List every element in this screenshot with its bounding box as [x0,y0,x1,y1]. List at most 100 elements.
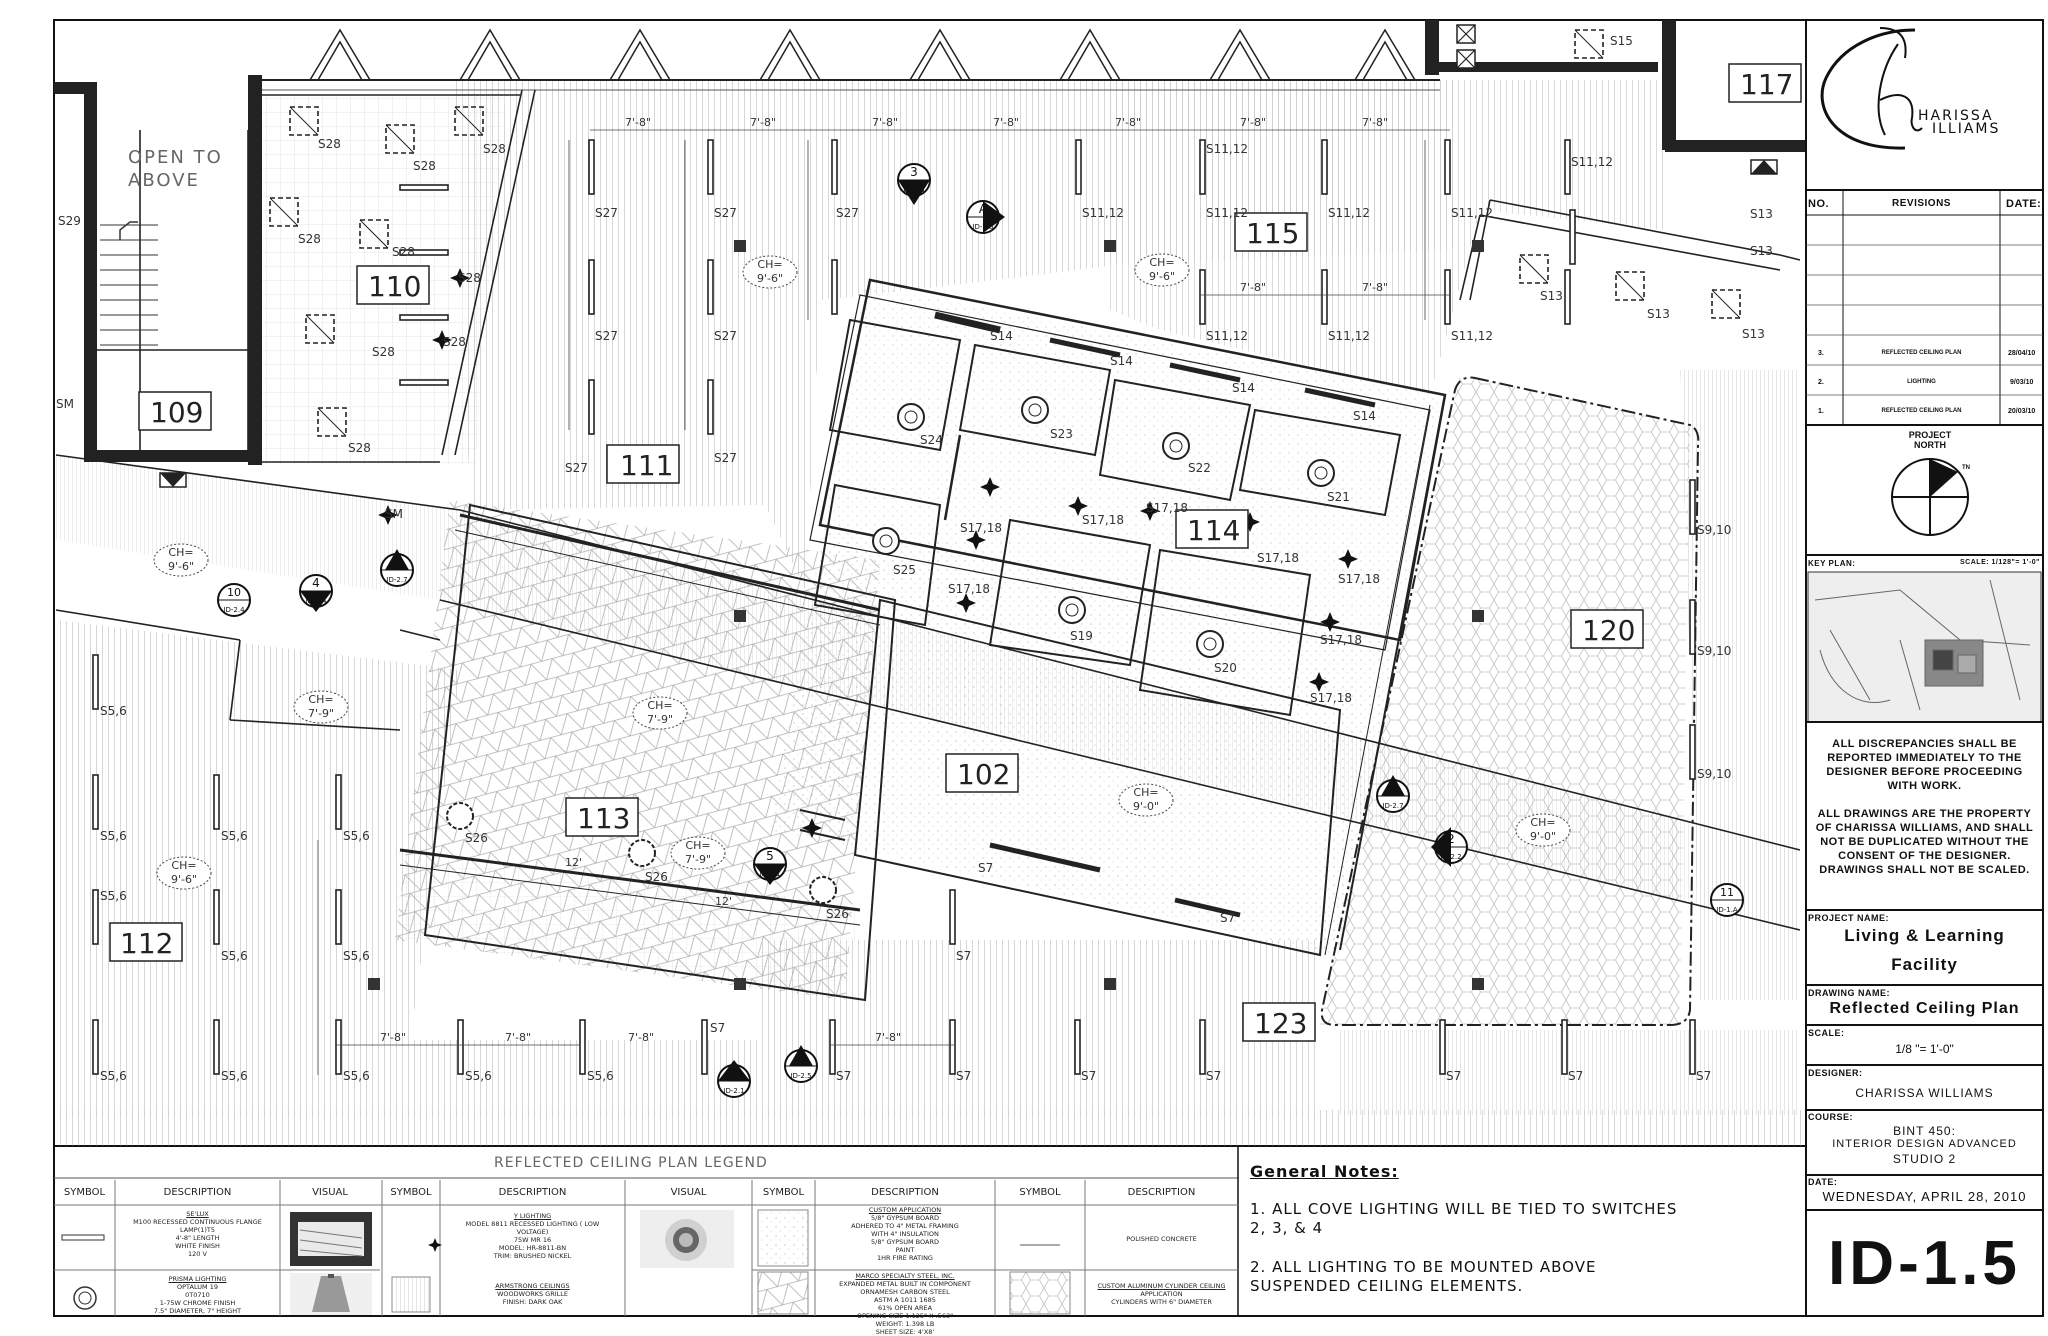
fixture-label: S7 [1696,1069,1711,1083]
fixture-label: S5,6 [221,829,248,843]
tag-sheet: ID-2.7 [1382,802,1403,810]
dim-text: 7'-8" [1240,281,1266,294]
ch-value: 9'-0" [1530,830,1556,843]
legend-armstrong-line: ARMSTRONG CEILINGS [495,1282,570,1290]
legend-custom-line: 5/8" GYPSUM BOARD [871,1214,939,1222]
plan-text: OPEN TO ABOVE 109 110 111 112 113 114 11… [56,34,1802,1098]
tag-letter: 3 [910,165,918,179]
legend-prisma-line: 7.5" DIAMETER, 7" HEIGHT [153,1307,242,1315]
fixture-label: S5,6 [100,1069,127,1083]
course-line2: Interior Design Advanced [1832,1138,2017,1150]
downlights-inner [879,403,1328,651]
fixture-label: S27 [595,206,618,220]
fixture-label: S14 [1232,381,1255,395]
fixture-label: S15 [1610,34,1633,48]
legend-armstrong-line: FINISH: DARK OAK [502,1298,563,1306]
legend-col-desc-1: DESCRIPTION [163,1187,232,1198]
fixture-label: S5,6 [343,829,370,843]
designer-value: Charissa Williams [1855,1086,1994,1100]
fixture-label: S11,12 [1206,329,1248,343]
ch-value: 9'-6" [757,272,783,285]
sheet-border [53,19,2044,1317]
exterior-band [56,1110,1804,1146]
room-109: 109 [150,396,203,429]
ch-label: CH= [171,859,196,872]
legend-cylinder-line: APPLICATION [1140,1290,1183,1298]
ch-value: 9'-6" [171,873,197,886]
section-marker-2: 2 ID-2.2 [1431,827,1468,867]
walls [54,20,1805,465]
legend-col-symbol-4: SYMBOL [1019,1187,1061,1198]
fixture-label: S5,6 [465,1069,492,1083]
drawing-name-label: Drawing Name: [1808,988,1890,998]
dim-text: 7'-8" [1240,116,1266,129]
dim-text: 7'-8" [1115,116,1141,129]
room-117: 117 [1740,68,1793,101]
fixture-label: S17,18 [948,582,990,596]
fixture-label: S25 [893,563,916,577]
legend-marco-line: SHEET SIZE: 4'X8' [875,1328,935,1336]
fixture-label: S5,6 [221,1069,248,1083]
fixture-label: S7 [1446,1069,1461,1083]
fixture-label: S5,6 [221,949,248,963]
legend-custom-line: 1HR FIRE RATING [877,1254,933,1262]
downlights [872,396,1335,658]
general-note-1-line1: 1. ALL COVE LIGHTING WILL BE TIED TO SWI… [1250,1200,1678,1218]
room-114-cluster [809,278,1447,717]
section-marker-a-bottom: A ID-2.5 [784,1045,818,1083]
legend-col-desc-4: DESCRIPTION [1127,1187,1196,1198]
dim-text: 12' [565,856,582,869]
fixture-label: S5,6 [100,704,127,718]
ch-label: CH= [308,693,333,706]
key-plan-label: Key Plan: [1808,559,1856,568]
fixture-label: S27 [565,461,588,475]
section-marker-5: 5 ID-2.1 [753,847,787,885]
fixture-label: S14 [1110,354,1133,368]
small-squares [368,240,1484,990]
logo-mark [1820,28,1916,150]
general-note-2-line1: 2. ALL LIGHTING TO BE MOUNTED ABOVE [1250,1258,1597,1276]
revision-row-2-desc: Lighting [1907,379,1936,385]
fixture-labels: S27 S27 S27 S27 S27 S27 S27 S28 S28 S28 … [56,34,1773,1083]
fixture-label: S13 [1750,207,1773,221]
legend-custom-line: ADHERED TO 4" METAL FRAMING [851,1222,959,1230]
legend-prisma-line: 1-75W CHROME FINISH [159,1299,236,1307]
legend-ylighting-line: TRIM: BRUSHED NICKEL [493,1252,572,1260]
legend-marco-line: EXPANDED METAL BUILT IN COMPONENT [839,1280,971,1288]
point-lights [378,268,1358,838]
tag-sheet: ID-2.1 [723,1087,744,1095]
dimension-lines [317,129,1450,1075]
revision-row-2-no: 2. [1818,379,1824,386]
room-112: 112 [120,927,173,960]
tag-sheet: ID-2.2 [1440,853,1461,861]
room-111: 111 [620,449,673,482]
floor-plan [54,20,1805,1146]
fixture-label: S28 [413,159,436,173]
tag-letter: 4 [312,576,320,590]
revision-row-3-date: 28/04/10 [2008,350,2036,357]
room-114: 114 [1187,514,1240,547]
room-110: 110 [368,270,421,303]
fixture-label: S28 [443,335,466,349]
fixture-label: S11,12 [1328,206,1370,220]
ch-value: 9'-6" [1149,270,1175,283]
designer-label: Designer: [1808,1068,1863,1078]
partitions [55,89,1801,931]
ch-value: 9'-0" [1133,800,1159,813]
tag-letter: B [393,555,401,569]
legend-custom-line: CUSTOM APPLICATION [868,1206,942,1214]
legend-col-visual-1: VISUAL [312,1187,348,1198]
ceiling-zone-113-lower [395,850,860,1000]
square-lights-x [269,29,1741,437]
fixture-label: S5,6 [343,949,370,963]
legend-custom-line: PAINT [895,1246,915,1254]
revision-row-2-date: 9/03/10 [2010,379,2034,386]
fixture-label: S7 [978,861,993,875]
dim-text: 7'-8" [993,116,1019,129]
scale-label: Scale: [1808,1028,1845,1038]
legend-seluxe-line: LAMP(1)T5 [179,1226,216,1234]
room-123: 123 [1254,1007,1307,1040]
tag-sheet: ID-2.4 [223,606,245,614]
fixture-label: S13 [1742,327,1765,341]
fixture-label: S28 [372,345,395,359]
